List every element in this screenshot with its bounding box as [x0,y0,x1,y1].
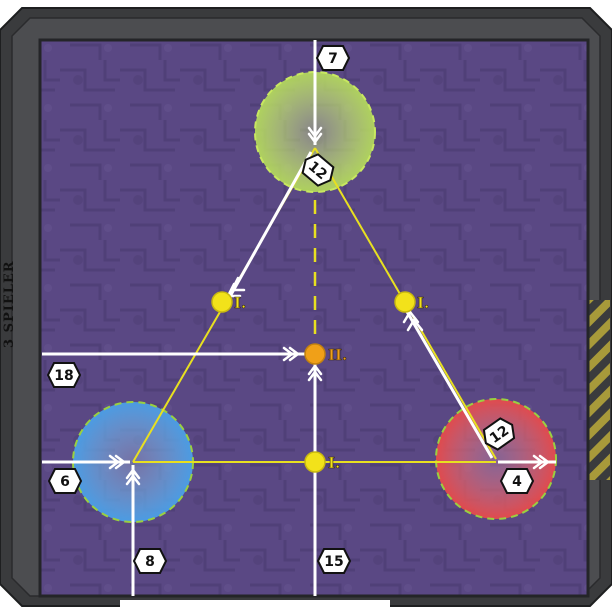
distance-badge-6: 6 [49,469,81,493]
marker-label-center: II. [328,346,347,364]
objective-marker-left[interactable] [212,292,232,312]
distance-value: 6 [60,474,70,490]
distance-value: 7 [328,51,338,67]
distance-value: 4 [512,474,522,490]
objective-marker-bottom[interactable] [305,452,325,472]
distance-value: 8 [145,554,155,570]
player-count-label: 3 SPIELER [2,268,18,348]
distance-badge-18: 18 [48,363,80,387]
bottom-notch [120,600,390,614]
hazard-stripes [586,300,610,480]
marker-label-right: I. [417,294,429,312]
objective-marker-right[interactable] [395,292,415,312]
distance-badge-7: 7 [317,46,349,70]
distance-badge-15: 15 [318,549,350,573]
distance-badge-4: 4 [501,469,533,493]
distance-value: 15 [324,554,343,570]
marker-label-bottom: I. [328,454,340,472]
objective-marker-center[interactable] [305,344,325,364]
marker-label-left: I. [234,294,246,312]
distance-value: 18 [54,368,73,384]
distance-badge-8: 8 [134,549,166,573]
